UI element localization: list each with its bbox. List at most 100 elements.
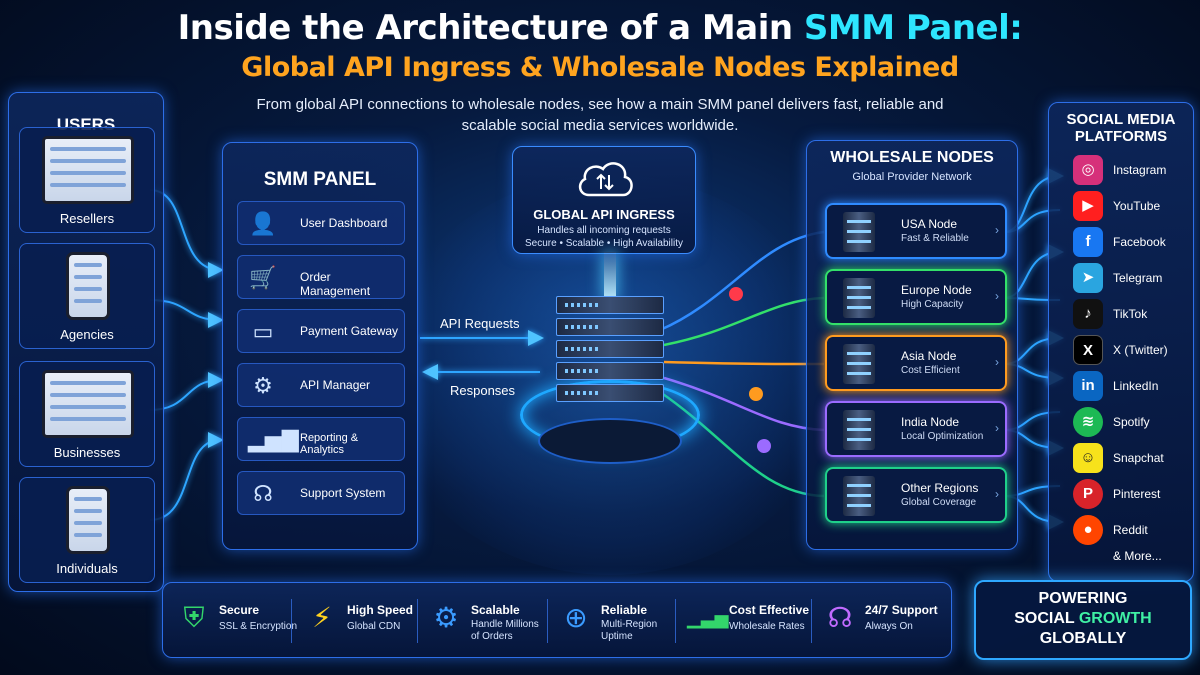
server-icon: [843, 476, 875, 516]
tablet-icon: [66, 252, 110, 320]
node-usa[interactable]: USA Node Fast & Reliable ›: [825, 203, 1007, 259]
server-icon: [843, 410, 875, 450]
page-title: Inside the Architecture of a Main SMM Pa…: [177, 8, 1023, 48]
instagram-icon: ◎: [1073, 155, 1103, 185]
page-description: From global API connections to wholesale…: [256, 96, 944, 134]
feature-cost-effective: ▁▃▅ Cost Effective Wholesale Rates: [687, 593, 813, 649]
wire-asia: [663, 360, 825, 366]
chevron-right-icon: ›: [995, 289, 999, 303]
location-pin-icon: [749, 387, 763, 401]
server-icon: [843, 344, 875, 384]
phone-icon: [66, 486, 110, 554]
cart-icon: 🛒: [249, 265, 277, 290]
wire-europe: [663, 296, 825, 347]
shield-icon: ⛨: [183, 602, 205, 633]
central-server-icon: [556, 296, 664, 408]
ingress-line-1: Handles all incoming requests: [537, 225, 671, 236]
platform-snapchat[interactable]: ☺Snapchat: [1073, 443, 1193, 473]
user-card-resellers[interactable]: Resellers: [19, 127, 155, 233]
user-card-businesses[interactable]: Businesses: [19, 361, 155, 467]
pinterest-icon: P: [1073, 479, 1103, 509]
user-label: Businesses: [53, 445, 121, 460]
powering-growth-badge: POWERING SOCIAL GROWTH GLOBALLY: [974, 580, 1192, 660]
menu-user-dashboard[interactable]: 👤 User Dashboard: [237, 201, 405, 245]
snapchat-icon: ☺: [1073, 443, 1103, 473]
ingress-title: GLOBAL API INGRESS: [533, 207, 675, 222]
wholesale-subtitle: Global Provider Network: [852, 171, 972, 183]
chevron-right-icon: ›: [995, 487, 999, 501]
user-card-agencies[interactable]: Agencies: [19, 243, 155, 349]
spotify-icon: ≋: [1073, 407, 1103, 437]
facebook-icon: f: [1073, 227, 1103, 257]
feature-scalable: ⚙ Scalable Handle Millions of Orders: [429, 593, 547, 649]
page-subtitle: Global API Ingress & Wholesale Nodes Exp…: [241, 52, 959, 83]
node-asia[interactable]: Asia Node Cost Efficient ›: [825, 335, 1007, 391]
server-base: [538, 418, 682, 464]
wholesale-title: WHOLESALE NODES: [830, 149, 994, 166]
user-card-individuals[interactable]: Individuals: [19, 477, 155, 583]
smm-panel: SMM PANEL 👤 User Dashboard 🛒 Order Manag…: [222, 142, 418, 550]
features-bar: ⛨ Secure SSL & Encryption ⚡ High Speed G…: [162, 582, 952, 658]
more-platforms-label: & More...: [1113, 549, 1162, 563]
wire-india: [663, 376, 825, 432]
location-pin-icon: [729, 287, 743, 301]
menu-api-manager[interactable]: ⚙ API Manager: [237, 363, 405, 407]
menu-payment-gateway[interactable]: ▭ Payment Gateway: [237, 309, 405, 353]
gear-icon: ⚙: [253, 373, 273, 398]
responses-label: Responses: [450, 383, 516, 398]
headset-icon: ☊: [827, 602, 853, 633]
growth-chart-icon: ▁▃▅: [687, 608, 729, 628]
server-icon: [843, 278, 875, 318]
platform-instagram[interactable]: ◎Instagram: [1073, 155, 1193, 185]
feature-reliable: ⊕ Reliable Multi-Region Uptime: [559, 593, 671, 649]
feature-high-speed: ⚡ High Speed Global CDN: [305, 593, 415, 649]
laptop-icon: [42, 370, 134, 438]
wire-usa: [659, 230, 825, 332]
data-beam: [604, 252, 616, 302]
linkedin-icon: in: [1073, 371, 1103, 401]
node-india[interactable]: India Node Local Optimization ›: [825, 401, 1007, 457]
chart-icon: ▂▅▇: [248, 427, 299, 452]
feature-support: ☊ 24/7 Support Always On: [823, 593, 939, 649]
chevron-right-icon: ›: [995, 223, 999, 237]
users-column: USERS Resellers Agencies Businesses Indi…: [8, 92, 164, 592]
ingress-line-2: Secure • Scalable • High Availability: [524, 238, 683, 249]
global-api-ingress: GLOBAL API INGRESS Handles all incoming …: [512, 146, 696, 254]
cloud-icon: [578, 162, 633, 197]
card-icon: ▭: [252, 319, 274, 344]
node-other-regions[interactable]: Other Regions Global Coverage ›: [825, 467, 1007, 523]
tiktok-icon: ♪: [1073, 299, 1103, 329]
gear-icon: ⚙: [433, 602, 459, 633]
user-label: Individuals: [56, 561, 118, 576]
platform-telegram[interactable]: ➤Telegram: [1073, 263, 1193, 293]
platform-tiktok[interactable]: ♪TikTok: [1073, 299, 1193, 329]
user-icon: 👤: [249, 211, 277, 236]
globe-icon: ⊕: [564, 602, 588, 633]
user-label: Resellers: [59, 211, 115, 226]
telegram-icon: ➤: [1073, 263, 1103, 293]
chevron-right-icon: ›: [995, 355, 999, 369]
headset-icon: ☊: [253, 481, 273, 506]
node-europe[interactable]: Europe Node High Capacity ›: [825, 269, 1007, 325]
menu-reporting-analytics[interactable]: ▂▅▇ Reporting & Analytics: [237, 417, 405, 461]
platform-spotify[interactable]: ≋Spotify: [1073, 407, 1193, 437]
youtube-icon: ▶: [1073, 191, 1103, 221]
platform-youtube[interactable]: ▶YouTube: [1073, 191, 1193, 221]
feature-secure: ⛨ Secure SSL & Encryption: [177, 593, 297, 649]
menu-order-management[interactable]: 🛒 Order Management: [237, 255, 405, 299]
wholesale-nodes: WHOLESALE NODES Global Provider Network …: [806, 140, 1018, 550]
menu-support-system[interactable]: ☊ Support System: [237, 471, 405, 515]
lightning-icon: ⚡: [312, 602, 332, 633]
chevron-right-icon: ›: [995, 421, 999, 435]
smm-panel-title: SMM PANEL: [263, 169, 377, 190]
user-label: Agencies: [60, 327, 114, 342]
platform-reddit[interactable]: ●Reddit: [1073, 515, 1193, 545]
laptop-icon: [42, 136, 134, 204]
api-requests-label: API Requests: [440, 316, 520, 331]
